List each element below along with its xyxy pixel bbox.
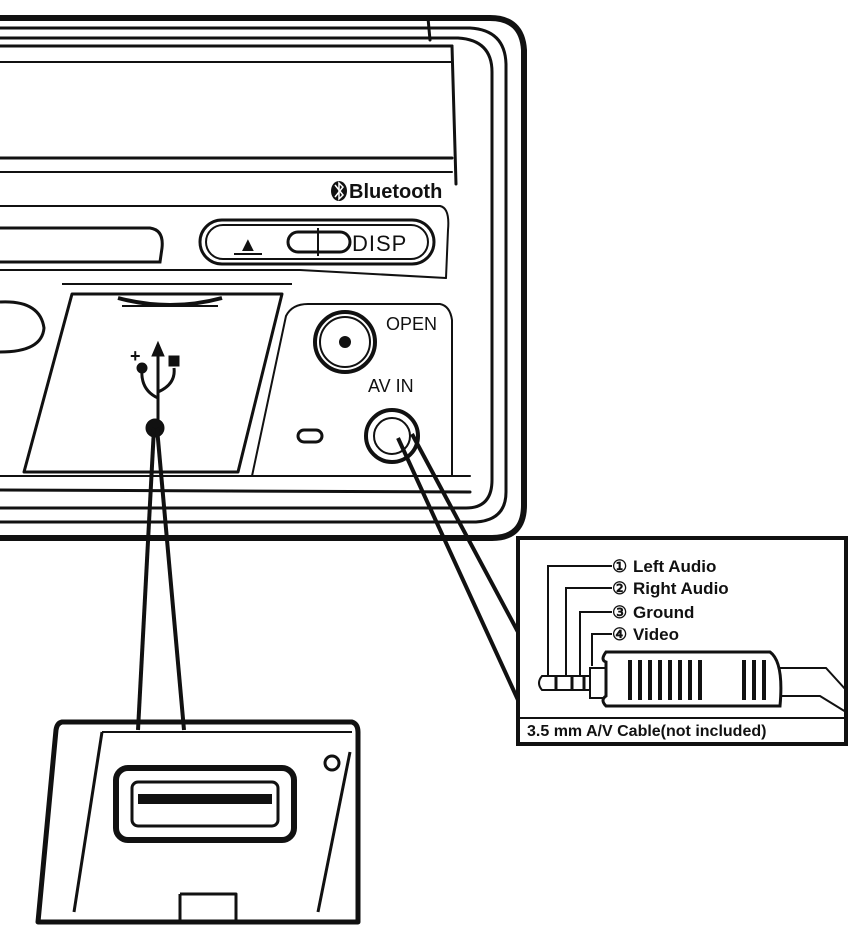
av-in-label: AV IN (368, 376, 414, 396)
open-label: OPEN (386, 314, 437, 334)
video-label: Video (633, 625, 679, 644)
bluetooth-icon (331, 181, 347, 201)
av-in-jack[interactable] (364, 408, 420, 464)
plug-drawing (538, 650, 847, 713)
plug-grip-ridges (628, 660, 766, 700)
head-unit-body (0, 15, 527, 541)
indicator-light (296, 428, 324, 444)
disp-button-label[interactable]: DISP (352, 231, 407, 256)
callout-frame (516, 536, 848, 746)
ground-marker: ③ (612, 603, 627, 622)
bluetooth-badge: Bluetooth (331, 181, 442, 203)
left-audio-marker: ① (612, 557, 627, 576)
control-buttons: ▲ DISP (198, 218, 436, 266)
usb-door (22, 283, 292, 474)
left-audio-label: Left Audio (633, 557, 716, 576)
cable-callout: ① Left Audio ② Right Audio ③ Ground ④ Vi… (516, 536, 848, 746)
disc-slot (0, 226, 164, 264)
usb-port[interactable] (113, 765, 297, 843)
video-marker: ④ (612, 625, 627, 644)
ground-label: Ground (633, 603, 694, 622)
usb-icon: + (130, 340, 180, 438)
eject-icon[interactable]: ▲ (238, 234, 258, 256)
left-knob[interactable] (0, 300, 46, 354)
right-audio-label: Right Audio (633, 579, 729, 598)
open-button[interactable] (313, 310, 377, 374)
bluetooth-label: Bluetooth (349, 181, 442, 203)
av-panel (250, 303, 453, 477)
av-leader-lines (396, 433, 520, 701)
usb-port-zoom (35, 719, 361, 925)
right-audio-marker: ② (612, 579, 627, 598)
usb-leader-lines (136, 427, 186, 731)
disp-knob[interactable] (286, 228, 352, 256)
contact-leaders (547, 565, 612, 680)
cable-caption: 3.5 mm A/V Cable(not included) (527, 723, 766, 740)
usb-plus-label: + (130, 346, 141, 366)
